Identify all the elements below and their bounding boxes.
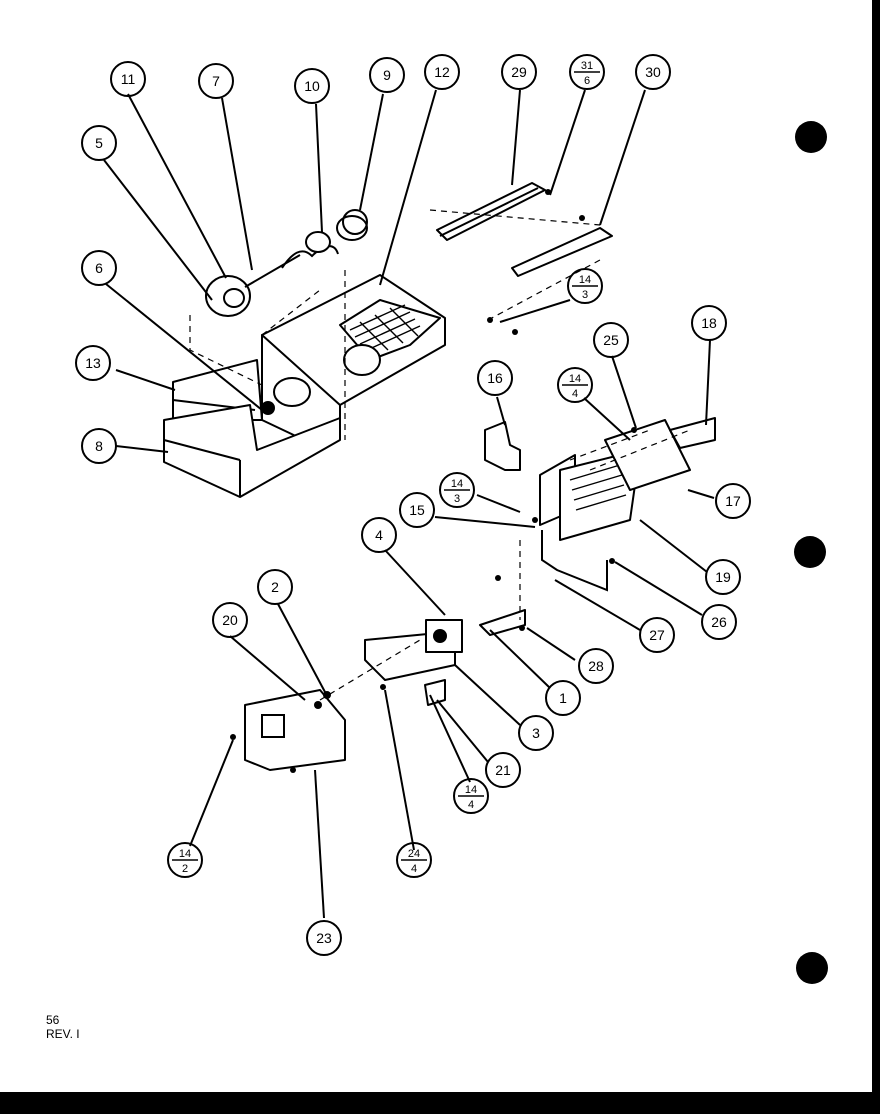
callout-15: 15 xyxy=(399,492,435,528)
callout-4: 4 xyxy=(361,517,397,553)
callout-25-label: 25 xyxy=(603,332,619,348)
callout-20-label: 20 xyxy=(222,612,238,628)
callout-20: 20 xyxy=(212,602,248,638)
control-assembly xyxy=(230,540,526,773)
fraction-callout-14-4-lower: 14 4 xyxy=(453,778,489,814)
callout-28: 28 xyxy=(578,648,614,684)
fraction-14-3-upper-top: 14 xyxy=(579,274,591,286)
callout-11: 11 xyxy=(110,61,146,97)
fraction-14-3-lower-top: 14 xyxy=(451,478,463,490)
callout-18-label: 18 xyxy=(701,315,717,331)
callout-19-label: 19 xyxy=(715,569,731,585)
callout-5-label: 5 xyxy=(95,135,103,151)
fraction-14-4-upper-bottom: 4 xyxy=(572,388,578,400)
callout-17: 17 xyxy=(715,483,751,519)
callout-6-label: 6 xyxy=(95,260,103,276)
callout-12: 12 xyxy=(424,54,460,90)
callout-26: 26 xyxy=(701,604,737,640)
callout-11-label: 11 xyxy=(121,71,136,87)
fraction-14-3-lower-bottom: 3 xyxy=(454,493,460,505)
fraction-24-4-bottom: 4 xyxy=(411,863,417,875)
fraction-callout-14-2: 14 2 xyxy=(167,842,203,878)
callout-5: 5 xyxy=(81,125,117,161)
binder-hole-top xyxy=(795,121,827,153)
page-number: 56 xyxy=(46,1013,60,1027)
binder-hole-middle xyxy=(794,536,826,568)
fraction-callout-14-4-upper: 14 4 xyxy=(557,367,593,403)
callout-10: 10 xyxy=(294,68,330,104)
ice-maker-assembly xyxy=(484,417,716,592)
callout-28-label: 28 xyxy=(588,658,604,674)
binder-hole-bottom xyxy=(796,952,828,984)
callout-10-label: 10 xyxy=(304,78,320,94)
callout-13: 13 xyxy=(75,345,111,381)
ice-bucket-assembly xyxy=(163,270,446,498)
paper-sheet xyxy=(0,0,872,1092)
fraction-callout-31-6: 31 6 xyxy=(569,54,605,90)
fraction-callout-14-3-lower: 14 3 xyxy=(439,472,475,508)
fraction-callout-14-3-upper: 14 3 xyxy=(567,268,603,304)
callout-9-label: 9 xyxy=(383,67,391,83)
callout-29-label: 29 xyxy=(511,64,527,80)
callout-15-label: 15 xyxy=(409,502,425,518)
fraction-14-4-lower-top: 14 xyxy=(465,784,477,796)
callout-23-label: 23 xyxy=(316,930,332,946)
callout-23: 23 xyxy=(306,920,342,956)
callout-3-label: 3 xyxy=(532,725,540,741)
callout-16: 16 xyxy=(477,360,513,396)
fraction-14-4-lower-bottom: 4 xyxy=(468,799,474,811)
slide-rails xyxy=(429,182,613,335)
callout-19: 19 xyxy=(705,559,741,595)
callout-9: 9 xyxy=(369,57,405,93)
fraction-14-2-bottom: 2 xyxy=(182,863,188,875)
callout-1: 1 xyxy=(545,680,581,716)
callout-8: 8 xyxy=(81,428,117,464)
callout-16-label: 16 xyxy=(487,370,503,386)
leader-lines xyxy=(103,89,715,919)
callout-12-label: 12 xyxy=(434,64,450,80)
callout-30-label: 30 xyxy=(645,64,661,80)
callout-27: 27 xyxy=(639,617,675,653)
callout-17-label: 17 xyxy=(725,493,741,509)
callout-7: 7 xyxy=(198,63,234,99)
revision-label: REV. I xyxy=(46,1027,80,1041)
callout-13-label: 13 xyxy=(85,355,101,371)
fraction-14-4-upper-top: 14 xyxy=(569,373,581,385)
callout-21-label: 21 xyxy=(495,762,511,778)
callout-3: 3 xyxy=(518,715,554,751)
fraction-callout-24-4: 24 4 xyxy=(396,842,432,878)
callout-2: 2 xyxy=(257,569,293,605)
fraction-24-4-top: 24 xyxy=(408,848,420,860)
callout-25: 25 xyxy=(593,322,629,358)
callout-8-label: 8 xyxy=(95,438,103,454)
auger-motor-group xyxy=(205,209,368,415)
fraction-31-6-bottom: 6 xyxy=(584,75,590,87)
callout-1-label: 1 xyxy=(559,690,567,706)
callout-2-label: 2 xyxy=(271,579,279,595)
callout-4-label: 4 xyxy=(375,527,383,543)
fraction-14-2-top: 14 xyxy=(179,848,191,860)
callout-6: 6 xyxy=(81,250,117,286)
fraction-14-3-upper-bottom: 3 xyxy=(582,289,588,301)
callout-7-label: 7 xyxy=(212,73,220,89)
callout-29: 29 xyxy=(501,54,537,90)
callout-26-label: 26 xyxy=(711,614,727,630)
callout-21: 21 xyxy=(485,752,521,788)
callout-18: 18 xyxy=(691,305,727,341)
callout-30: 30 xyxy=(635,54,671,90)
fraction-31-6-top: 31 xyxy=(581,60,593,72)
callout-27-label: 27 xyxy=(649,627,665,643)
